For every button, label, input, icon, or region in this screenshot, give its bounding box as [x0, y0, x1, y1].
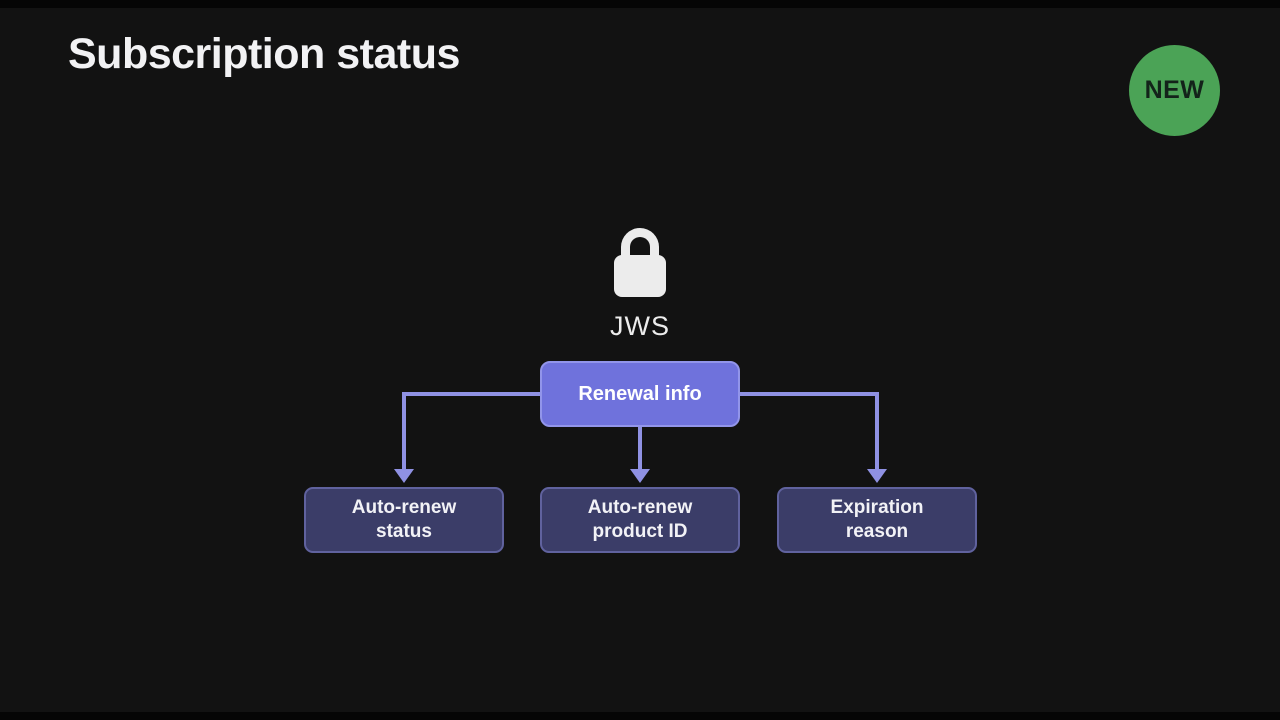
node-expiration-reason: Expiration reason: [777, 487, 977, 553]
lock-icon-body: [614, 255, 666, 297]
node-auto-renew-product-id: Auto-renew product ID: [540, 487, 740, 553]
connector-right-vertical: [875, 392, 879, 470]
connector-middle-vertical: [638, 427, 642, 470]
new-badge-label: NEW: [1144, 76, 1205, 104]
letterbox-top: [0, 0, 1280, 8]
node-renewal-info: Renewal info: [540, 361, 740, 427]
new-badge: NEW: [1129, 45, 1220, 136]
connector-left-horizontal: [402, 392, 541, 396]
arrow-down-icon: [867, 469, 887, 483]
jws-label: JWS: [610, 311, 670, 341]
arrow-down-icon: [630, 469, 650, 483]
arrow-down-icon: [394, 469, 414, 483]
connector-right-horizontal: [740, 392, 879, 396]
node-auto-renew-status: Auto-renew status: [304, 487, 504, 553]
page-title: Subscription status: [68, 30, 460, 78]
connector-left-vertical: [402, 392, 406, 470]
letterbox-bottom: [0, 712, 1280, 720]
lock-icon: [621, 228, 659, 264]
